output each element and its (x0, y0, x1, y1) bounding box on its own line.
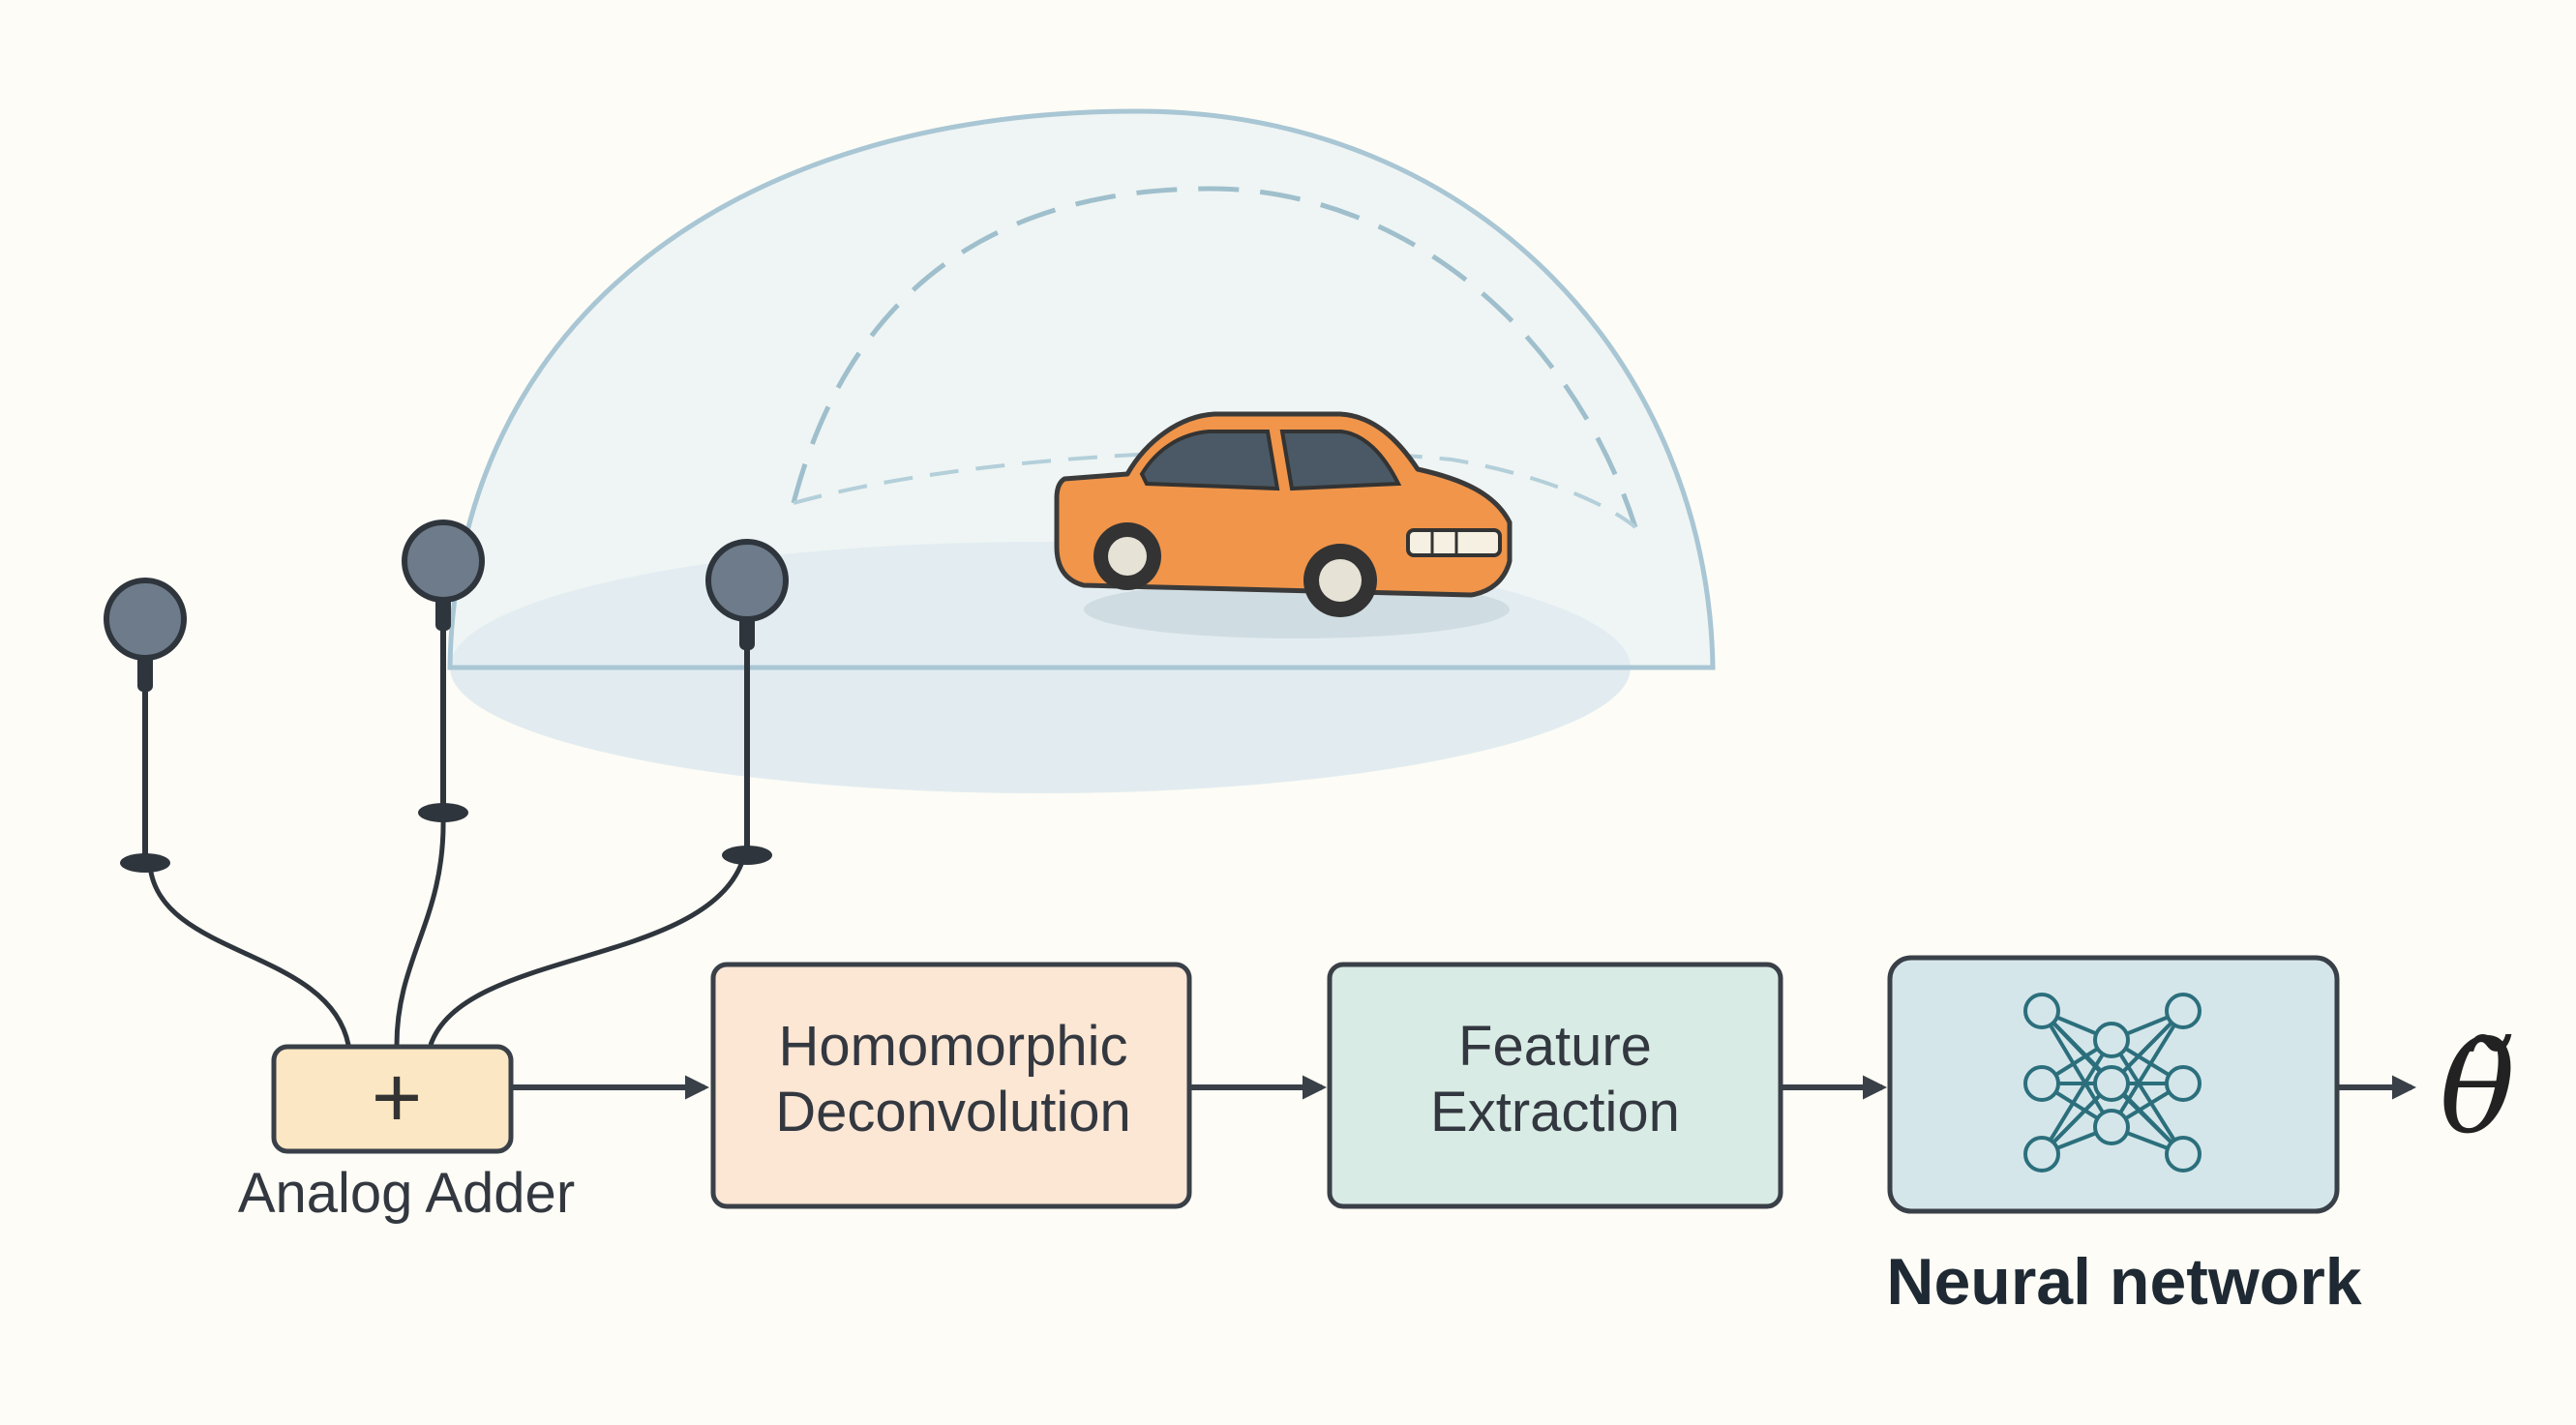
homomorphic-label-line2: Deconvolution (775, 1081, 1131, 1144)
feature-label: Feature Extraction (1328, 1014, 1782, 1146)
cable-mic3-adder (428, 858, 746, 1046)
neural-network-label: Neural network (1886, 1245, 2362, 1319)
analog-adder-label: Analog Adder (237, 1162, 576, 1225)
output-theta-symbol: θ̃ (2439, 1015, 2516, 1162)
dome (447, 108, 1716, 793)
analog-adder-box (271, 1044, 514, 1154)
microphone-icon (705, 539, 789, 622)
microphone-icon (402, 520, 485, 603)
adder-plus-symbol: + (371, 1050, 423, 1146)
neural-network-icon (2023, 993, 2202, 1173)
homomorphic-label: Homomorphic Deconvolution (711, 1014, 1195, 1146)
feature-label-line1: Feature (1458, 1015, 1652, 1078)
microphone-icon (104, 578, 187, 661)
dome-floor-back-edge (793, 449, 1637, 529)
microphone-1 (104, 578, 187, 873)
dome-back-arc (791, 186, 1638, 528)
cable-mic2-adder (394, 816, 446, 1046)
cable-mic1-adder (147, 865, 351, 1046)
homomorphic-label-line1: Homomorphic (778, 1015, 1128, 1078)
feature-label-line2: Extraction (1430, 1081, 1680, 1144)
car-icon (1054, 411, 1513, 638)
microphone-3 (705, 539, 789, 865)
microphone-2 (402, 520, 485, 822)
